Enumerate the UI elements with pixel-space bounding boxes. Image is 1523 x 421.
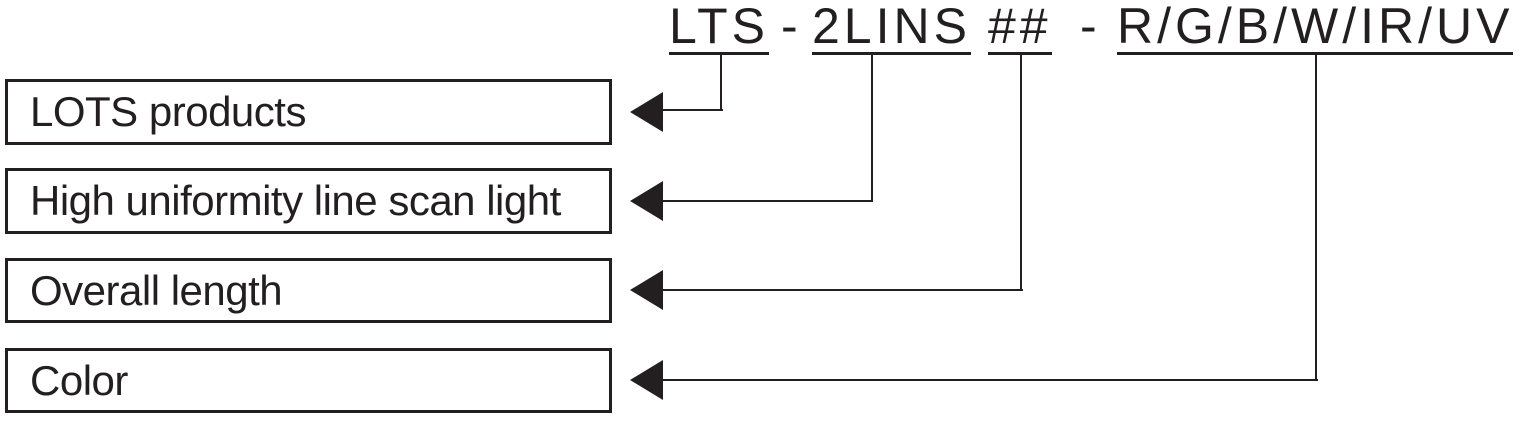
connector-line-color-horizontal	[661, 379, 1318, 381]
connector-line-length-vertical	[1020, 52, 1022, 291]
connector-line-length-horizontal	[661, 289, 1023, 291]
label-text: Color	[30, 356, 128, 404]
label-text: LOTS products	[30, 88, 306, 135]
connector-line-series-horizontal	[661, 200, 873, 202]
arrow-left-icon	[630, 360, 663, 400]
connector-line-prefix-vertical	[720, 53, 722, 111]
code-segment-prefix: LTS	[669, 0, 769, 55]
arrow-left-icon	[630, 270, 663, 310]
code-separator-dash: -	[781, 0, 798, 54]
connector-line-color-vertical	[1315, 53, 1317, 381]
code-segment-series: 2LINS	[812, 0, 971, 55]
label-text: High uniformity line scan light	[30, 177, 561, 224]
connector-line-prefix-horizontal	[661, 109, 723, 111]
code-segment-length: ##	[988, 0, 1052, 55]
arrow-left-icon	[630, 181, 663, 221]
code-segment-color: R/G/B/W/IR/UV	[1117, 0, 1514, 55]
label-box-color: Color	[5, 348, 612, 413]
label-box-overall-length: Overall length	[5, 258, 612, 323]
arrow-left-icon	[630, 92, 663, 132]
label-box-lots-products: LOTS products	[5, 79, 612, 145]
code-separator-dash: -	[1080, 0, 1097, 54]
label-box-high-uniformity-line-scan-light: High uniformity line scan light	[5, 168, 612, 234]
connector-line-series-vertical	[871, 52, 873, 202]
label-text: Overall length	[30, 266, 283, 314]
